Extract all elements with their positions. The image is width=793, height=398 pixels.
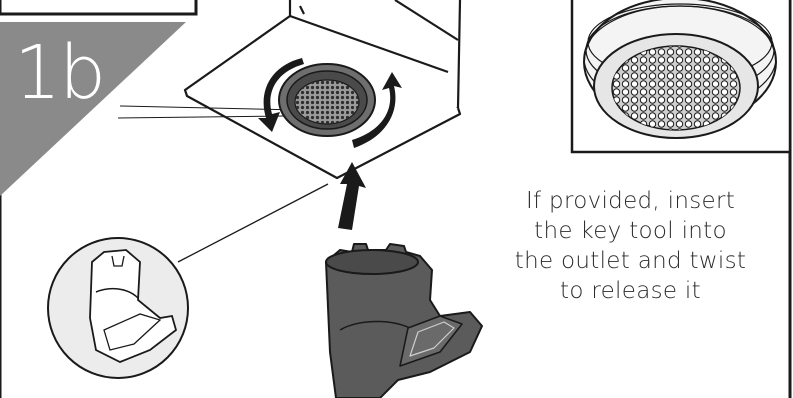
instruction-line: the outlet and twist (488, 246, 773, 276)
aerator-detail-inset (572, 0, 790, 152)
callout-line (178, 184, 328, 262)
instruction-text: If provided, insert the key tool into th… (488, 186, 773, 306)
previous-step-box (0, 0, 196, 14)
instruction-line: to release it (488, 276, 773, 306)
key-tool-illustration (326, 244, 482, 398)
tool-detail-inset (48, 238, 188, 378)
step-number: 1b (14, 30, 104, 116)
instruction-line: the key tool into (488, 216, 773, 246)
instruction-line: If provided, insert (488, 186, 773, 216)
aerator-installed (279, 64, 375, 136)
